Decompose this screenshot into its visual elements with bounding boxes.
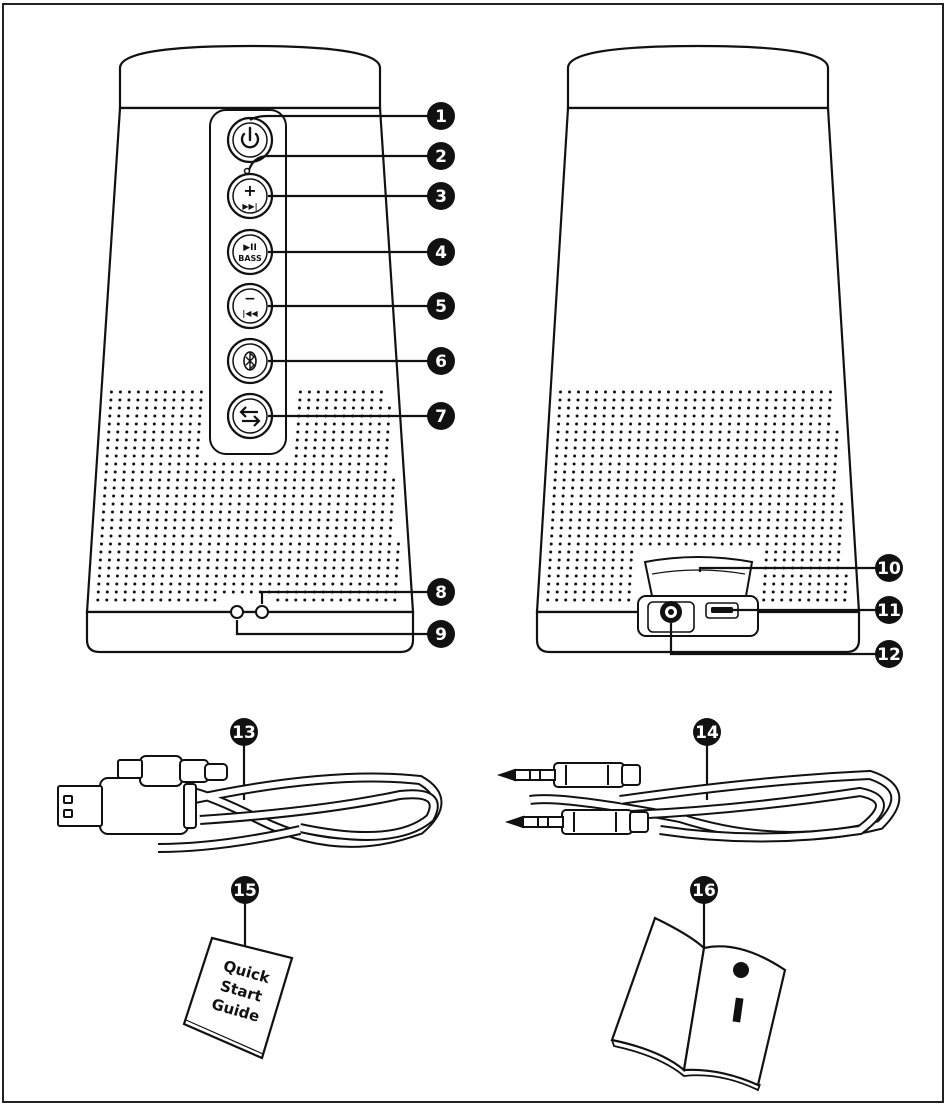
callout-label-16: 16 [692, 881, 716, 901]
aux-plug-top [500, 763, 640, 787]
front-top-cap [120, 46, 380, 108]
callout-label-1: 1 [435, 107, 447, 127]
callout-label-14: 14 [695, 723, 719, 743]
callout-12: 12 [875, 640, 903, 668]
aux-plug-bottom [508, 810, 648, 834]
rear-top-cap [568, 46, 828, 108]
callout-11: 11 [875, 596, 903, 624]
minus-label: − [244, 291, 256, 307]
port-cover[interactable] [645, 557, 752, 596]
callout-label-11: 11 [877, 601, 901, 621]
mode-switch-button[interactable] [228, 394, 272, 438]
micro-usb-plug [140, 756, 182, 786]
led-indicator-9 [231, 606, 243, 618]
volume-up-next-button[interactable]: + ▶▶| [228, 174, 272, 218]
play-bass-button[interactable]: ▶II BASS [228, 230, 272, 274]
callout-4: 4 [427, 238, 455, 266]
instruction-manual: ı [612, 918, 785, 1090]
info-icon-dot [733, 962, 749, 978]
previous-icon: |◀◀ [242, 309, 258, 318]
callout-15: 15 [231, 876, 259, 904]
callout-5: 5 [427, 292, 455, 320]
front-base [87, 612, 413, 652]
play-pause-label: ▶II [243, 243, 257, 253]
callout-label-5: 5 [435, 297, 447, 317]
callout-label-8: 8 [435, 583, 447, 603]
callout-label-6: 6 [435, 352, 447, 372]
callout-6: 6 [427, 347, 455, 375]
callout-10: 10 [875, 554, 903, 582]
callout-8: 8 [427, 578, 455, 606]
callout-label-13: 13 [232, 723, 256, 743]
callout-14: 14 [693, 718, 721, 746]
callout-1: 1 [427, 102, 455, 130]
callout-label-15: 15 [233, 881, 257, 901]
speaker-rear [537, 46, 859, 652]
led-indicator-8 [256, 606, 268, 618]
callout-label-10: 10 [877, 559, 901, 579]
callout-label-7: 7 [435, 407, 447, 427]
callout-label-2: 2 [435, 147, 447, 167]
aux-cable [500, 763, 895, 838]
next-icon: ▶▶| [242, 202, 257, 211]
bluetooth-button[interactable] [228, 339, 272, 383]
callout-label-3: 3 [435, 187, 447, 207]
callout-16: 16 [690, 876, 718, 904]
callout-label-12: 12 [877, 645, 901, 665]
plus-label: + [243, 181, 256, 200]
bass-label: BASS [238, 254, 262, 263]
callout-9: 9 [427, 620, 455, 648]
callout-2: 2 [427, 142, 455, 170]
callout-3: 3 [427, 182, 455, 210]
volume-down-previous-button[interactable]: − |◀◀ [228, 284, 272, 328]
callout-13: 13 [230, 718, 258, 746]
callout-label-9: 9 [435, 625, 447, 645]
rear-body [537, 108, 859, 612]
usb-cable [58, 756, 438, 848]
quick-start-guide: Quick Start Guide [184, 938, 292, 1058]
callout-7: 7 [427, 402, 455, 430]
callout-label-4: 4 [435, 243, 447, 263]
